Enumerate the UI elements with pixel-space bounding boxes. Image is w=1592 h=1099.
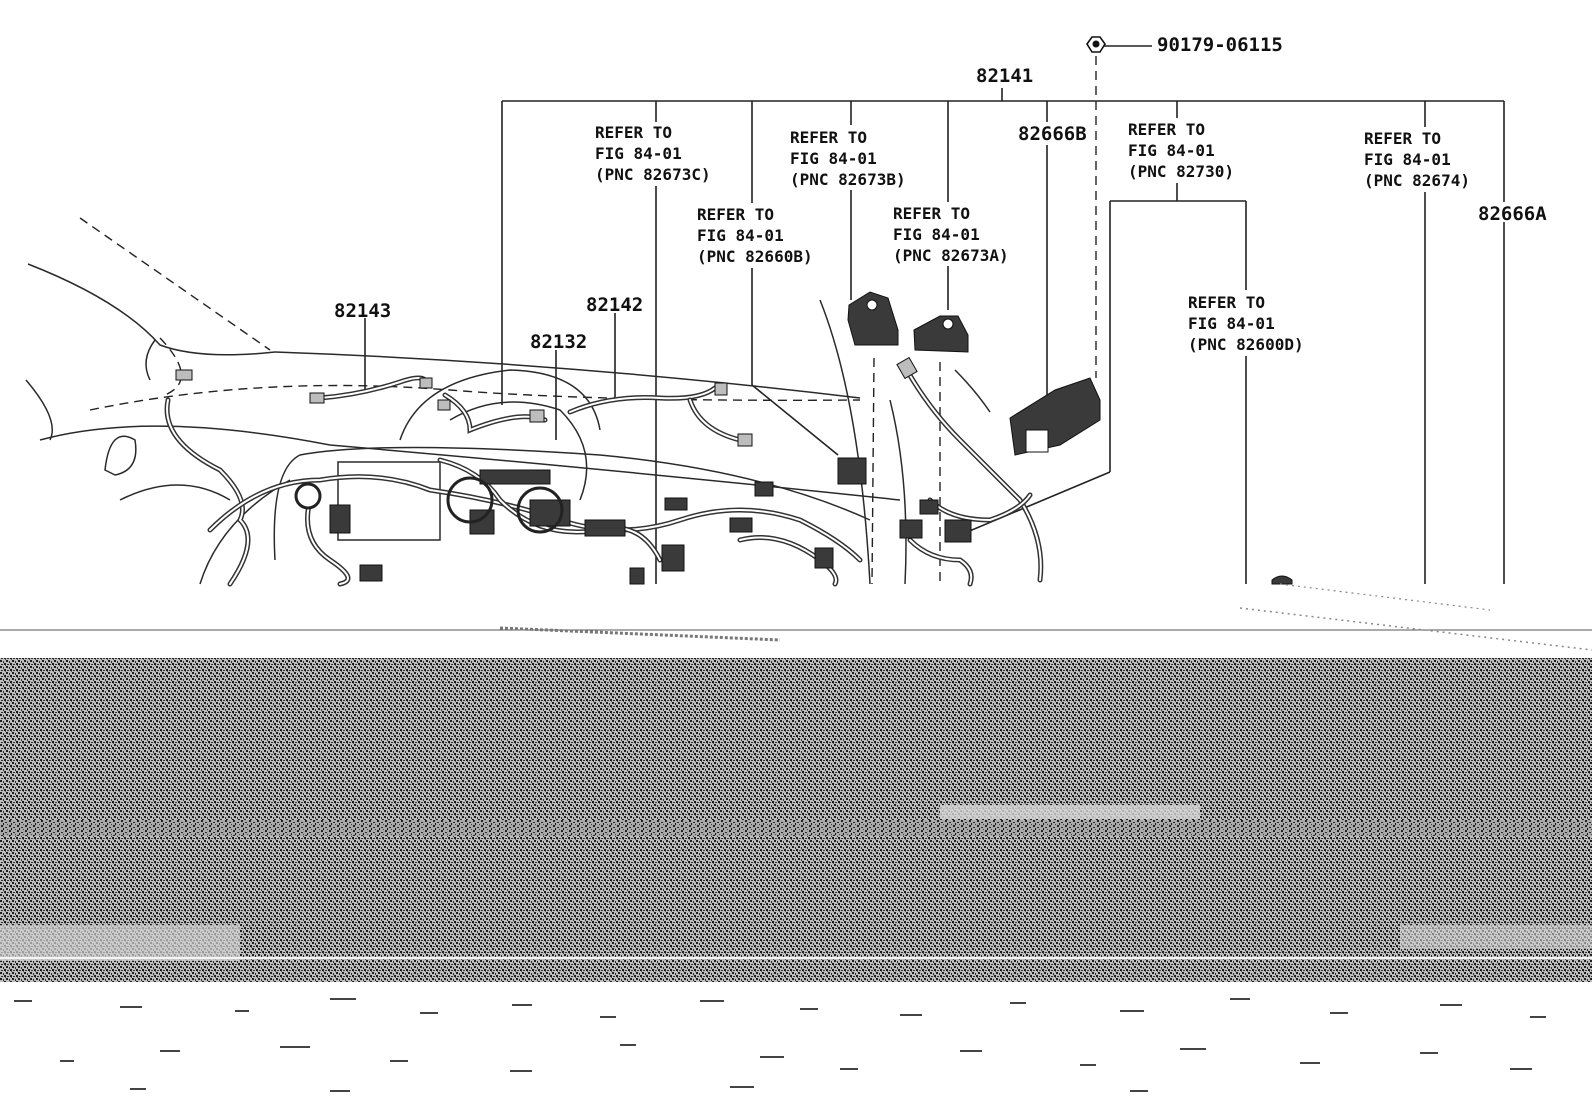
part-label-82666a: 82666A (1478, 203, 1547, 225)
ref-label-82660b: REFER TO FIG 84-01 (PNC 82660B) (697, 205, 813, 266)
svg-text:(PNC 82600D): (PNC 82600D) (1188, 335, 1304, 354)
svg-text:REFER TO: REFER TO (697, 205, 774, 224)
svg-text:REFER TO: REFER TO (893, 204, 970, 223)
part-label-82666b: 82666B (1018, 123, 1087, 145)
part-label-82141: 82141 (976, 65, 1033, 87)
svg-text:(PNC 82730): (PNC 82730) (1128, 162, 1234, 181)
svg-text:FIG 84-01: FIG 84-01 (1364, 150, 1451, 169)
wire-harness-group (164, 369, 1044, 587)
svg-text:FIG 84-01: FIG 84-01 (697, 226, 784, 245)
svg-text:REFER TO: REFER TO (595, 123, 672, 142)
svg-text:REFER TO: REFER TO (790, 128, 867, 147)
ref-label-82600d: REFER TO FIG 84-01 (PNC 82600D) (1188, 293, 1304, 354)
svg-text:(PNC 82673B): (PNC 82673B) (790, 170, 906, 189)
svg-text:REFER TO: REFER TO (1128, 120, 1205, 139)
ref-label-82673b: REFER TO FIG 84-01 (PNC 82673B) (790, 128, 906, 189)
svg-text:REFER TO: REFER TO (1364, 129, 1441, 148)
corrupted-scan-region (0, 583, 1592, 1092)
part-label-82143: 82143 (334, 300, 391, 322)
svg-text:FIG 84-01: FIG 84-01 (893, 225, 980, 244)
svg-text:(PNC 82660B): (PNC 82660B) (697, 247, 813, 266)
connectors (175, 291, 1293, 585)
svg-text:REFER TO: REFER TO (1188, 293, 1265, 312)
dashboard-outline (25, 217, 991, 585)
ref-label-82674: REFER TO FIG 84-01 (PNC 82674) (1364, 129, 1470, 190)
part-label-bolt: 90179-06115 (1157, 34, 1283, 56)
ref-label-82673a: REFER TO FIG 84-01 (PNC 82673A) (893, 204, 1009, 265)
svg-text:FIG 84-01: FIG 84-01 (1128, 141, 1215, 160)
ref-label-82730: REFER TO FIG 84-01 (PNC 82730) (1128, 120, 1234, 181)
svg-text:(PNC 82673A): (PNC 82673A) (893, 246, 1009, 265)
svg-text:FIG 84-01: FIG 84-01 (595, 144, 682, 163)
svg-text:FIG 84-01: FIG 84-01 (1188, 314, 1275, 333)
leader-lines (364, 45, 1505, 585)
bolt-icon (1086, 36, 1106, 53)
svg-text:(PNC 82674): (PNC 82674) (1364, 171, 1470, 190)
part-label-82142: 82142 (586, 294, 643, 316)
part-label-82132: 82132 (530, 331, 587, 353)
svg-text:FIG 84-01: FIG 84-01 (790, 149, 877, 168)
svg-text:(PNC 82673C): (PNC 82673C) (595, 165, 711, 184)
ref-label-82673c: REFER TO FIG 84-01 (PNC 82673C) (595, 123, 711, 184)
